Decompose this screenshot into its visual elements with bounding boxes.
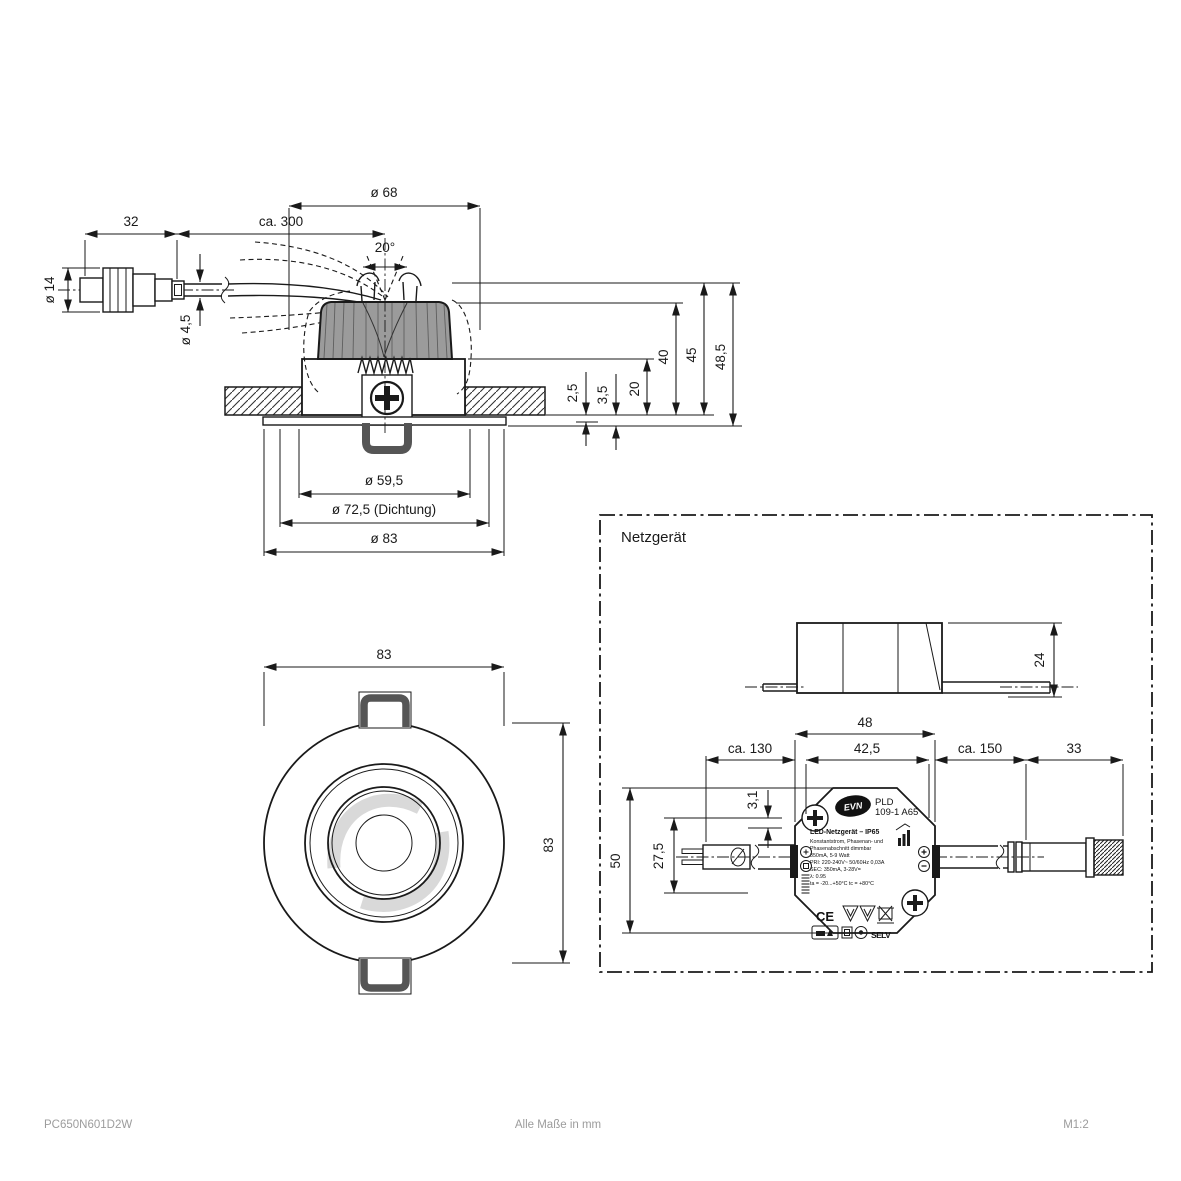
weee-bin-icon: [877, 905, 894, 924]
front-view-dimensions: 83 83: [263, 647, 570, 964]
dim-psu-body-width: 48: [857, 715, 872, 730]
psu-screw-topleft: [801, 804, 829, 832]
dim-bezel-dia: ø 68: [370, 185, 397, 200]
lamp-section: [224, 238, 546, 454]
dim-front-width: 83: [376, 647, 391, 662]
dim-cable-length: ca. 300: [259, 214, 303, 229]
cable-plug: [58, 267, 236, 313]
footer-scale: M1:2: [1063, 1119, 1089, 1131]
dim-depth-heatsink: 40: [656, 349, 671, 364]
dim-psu-body-height: 50: [608, 853, 623, 868]
dim-wire-height: 27,5: [651, 843, 666, 869]
psu-label-line5: SEC: 350mA, 3-28V=: [810, 867, 861, 873]
dim-psu-height-side: 24: [1032, 652, 1047, 668]
class2-icon: [841, 926, 853, 939]
watermark: [327, 793, 450, 912]
dim-depth-total: 45: [684, 347, 699, 362]
netzgeraet-title: Netzgerät: [621, 529, 687, 546]
front-view: 83 83: [263, 647, 570, 995]
selv-mark: SELV: [871, 930, 891, 940]
dim-tilt-angle: 20°: [375, 240, 395, 255]
ce-mark: CE: [816, 909, 834, 924]
psu-label-line6: λ: 0.95: [810, 874, 826, 880]
psu-screw-bottomright: [901, 889, 929, 917]
evn-logo-text: EVN: [843, 800, 863, 813]
psu-side-view: 24: [745, 622, 1078, 698]
dim-plug-length: 32: [123, 214, 138, 229]
dim-trim-gap: 2,5: [565, 384, 580, 403]
dim-connector-length: 33: [1066, 741, 1081, 756]
dim-front-height: 83: [541, 837, 556, 852]
dim-seal-dia: ø 72,5 (Dichtung): [332, 502, 436, 517]
psu-model-line1: PLD: [875, 797, 894, 808]
dim-input-cable: ca. 130: [728, 741, 772, 756]
dim-seal-gap: 3,5: [595, 386, 610, 405]
dim-cable-dia: ø 4,5: [178, 315, 193, 346]
terminal-icons: [800, 846, 930, 894]
dim-cutout-dia: ø 59,5: [365, 473, 403, 488]
psu-label-line4: PRI: 220-240V~ 50/60Hz 0,03A: [810, 860, 885, 866]
psu-label-line7: ta = -20...+50°C tc = +80°C: [810, 881, 874, 887]
enec-icon-2: [859, 905, 876, 923]
mounting-clip-top: [358, 691, 412, 729]
dim-depth-housing: 20: [627, 381, 642, 396]
dim-hole-offset: 3,1: [745, 791, 760, 810]
psu-label-line2: Phasenabschnitt dimmbar: [810, 846, 871, 852]
cross-section-view: 32 ca. 300 ø 68 20° ø 14 ø 4,5: [42, 185, 742, 556]
psu-label-line3: 350mA, 5-9 Watt: [810, 853, 850, 859]
ta-icon: [854, 926, 868, 939]
psu-label-title: LED-Netzgerät – IP65: [810, 829, 879, 836]
dim-trim-dia: ø 83: [370, 531, 397, 546]
dim-output-cable: ca. 150: [958, 741, 1002, 756]
dimmer-icon: [895, 823, 911, 846]
cross-section-dimensions: 32 ca. 300 ø 68 20° ø 14 ø 4,5: [42, 185, 742, 556]
output-connector: [935, 837, 1124, 878]
footer-part-number: PC650N601D2W: [44, 1119, 132, 1131]
footer: PC650N601D2W Alle Maße in mm M1:2: [44, 1119, 1089, 1131]
psu-label-line1: Konstantstrom, Phasenan- und: [810, 839, 883, 845]
dim-height-overall: 48,5: [713, 344, 728, 370]
dim-psu-hole-spacing: 42,5: [854, 741, 880, 756]
psu-model-line2: 109-1 A65: [875, 807, 918, 818]
enec-icon: [842, 905, 859, 923]
netzgeraet-panel: Netzgerät 24: [599, 514, 1153, 973]
footer-units-note: Alle Maße in mm: [515, 1119, 601, 1131]
dim-plug-dia: ø 14: [42, 276, 57, 304]
netzgeraet-border: [599, 514, 1153, 973]
psu-dimensions: 48 42,5 ca. 130 ca. 150 33 50 27,5 3,1: [608, 715, 1124, 934]
mounting-clip-bottom: [358, 957, 412, 995]
evn-logo: EVN: [835, 795, 871, 817]
psu-main-view: EVN PLD 109-1 A65 LED-Netzgerät – IP65 K…: [676, 787, 1124, 940]
